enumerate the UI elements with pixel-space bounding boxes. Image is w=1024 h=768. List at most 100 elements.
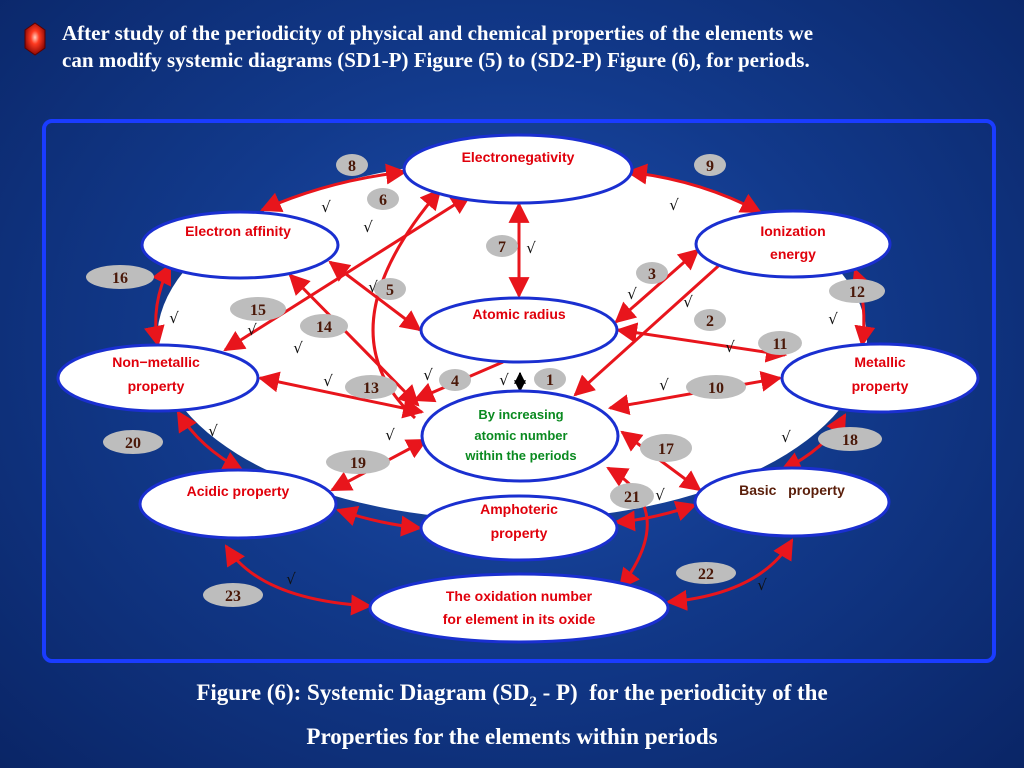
node-electronegativity: Electronegativity xyxy=(462,149,575,165)
check-mark: √ xyxy=(293,339,303,357)
badge-11-shape xyxy=(758,331,802,355)
node-amphoteric-line-1: Amphoteric xyxy=(480,501,558,517)
badge-6: 6 xyxy=(379,192,387,209)
arrow-23 xyxy=(224,544,373,616)
badge-9: 9 xyxy=(706,158,714,175)
node-oxidation-line-2: for element in its oxide xyxy=(443,611,596,627)
badge-16-shape xyxy=(86,265,154,289)
node-amphoteric-line-2: property xyxy=(491,525,548,541)
check-mark: √ xyxy=(669,196,679,214)
arrow-acidic-amphoteric xyxy=(336,506,423,537)
node-atomic-radius: Atomic radius xyxy=(472,306,566,322)
arrow-20 xyxy=(176,410,244,472)
check-mark: √ xyxy=(363,218,373,236)
badge-21: 21 xyxy=(624,489,640,506)
node-non-metallic-line-1: Non−metallic xyxy=(112,354,200,370)
badge-13: 13 xyxy=(363,380,379,397)
badge-14: 14 xyxy=(316,319,332,336)
check-mark: √ xyxy=(321,198,331,216)
arrow-18 xyxy=(780,413,847,472)
check-mark: √ xyxy=(655,486,665,504)
badge-2: 2 xyxy=(706,313,714,330)
arrow-21 xyxy=(606,466,649,590)
node-center-shape xyxy=(420,389,620,483)
arrow-15 xyxy=(223,193,472,352)
intro-text: After study of the periodicity of physic… xyxy=(62,20,1002,74)
check-mark: √ xyxy=(247,321,257,339)
badge-18: 18 xyxy=(842,432,858,449)
badge-12: 12 xyxy=(849,284,865,301)
caption-part-2: - P) for the periodicity of the xyxy=(536,680,828,705)
check-mark: √ xyxy=(423,366,433,384)
check-mark: √ xyxy=(627,285,637,303)
node-center-line-1: By increasing xyxy=(478,407,563,422)
check-mark: √ xyxy=(781,428,791,446)
bullet-icon xyxy=(24,22,46,56)
badge-3-shape xyxy=(636,262,668,284)
badge-11: 11 xyxy=(772,336,787,353)
node-electron-affinity-shape xyxy=(140,210,340,280)
badge-4-shape xyxy=(439,369,471,391)
badge-22-shape xyxy=(676,562,736,584)
node-atomic-radius-shape xyxy=(419,296,619,364)
node-basic-shape xyxy=(693,466,891,538)
figure-caption-line-1: Figure (6): Systemic Diagram (SD2 - P) f… xyxy=(0,680,1024,710)
badge-17: 17 xyxy=(658,441,674,458)
node-ionization-energy-line-1: Ionization xyxy=(760,223,825,239)
check-mark: √ xyxy=(169,309,179,327)
check-mark: √ xyxy=(683,293,693,311)
badge-7: 7 xyxy=(498,239,506,256)
node-basic: Basic property xyxy=(739,482,845,498)
badge-23: 23 xyxy=(225,588,241,605)
node-center-line-2: atomic number xyxy=(474,428,567,443)
badge-20: 20 xyxy=(125,435,141,452)
badge-5-shape xyxy=(374,278,406,300)
check-mark: √ xyxy=(323,372,333,390)
badge-19-shape xyxy=(326,450,390,474)
node-non-metallic-line-2: property xyxy=(128,378,185,394)
badge-22: 22 xyxy=(698,566,714,583)
badge-15-shape xyxy=(230,297,286,321)
diagram-frame xyxy=(42,119,996,663)
arrow-16 xyxy=(144,263,172,348)
check-mark: √ xyxy=(725,338,735,356)
badge-5: 5 xyxy=(386,282,394,299)
check-mark: √ xyxy=(286,570,296,588)
node-ionization-energy-shape xyxy=(694,209,892,279)
badge-10-shape xyxy=(686,375,746,399)
arrow-22 xyxy=(665,538,794,611)
badge-12-shape xyxy=(829,279,885,303)
badge-1: 1 xyxy=(546,372,554,389)
badge-13-shape xyxy=(345,375,397,399)
badge-10: 10 xyxy=(708,380,724,397)
badge-1-shape xyxy=(534,368,566,390)
intro-line-2: can modify systemic diagrams (SD1-P) Fig… xyxy=(62,48,810,72)
caption-part-1: Figure (6): Systemic Diagram (SD xyxy=(196,680,530,705)
badge-14-shape xyxy=(300,314,348,338)
figure-caption-line-2: Properties for the elements within perio… xyxy=(306,724,718,749)
check-mark: √ xyxy=(828,310,838,328)
arrow-3 xyxy=(614,248,700,324)
badge-23-shape xyxy=(203,583,263,607)
arrow-9 xyxy=(625,163,762,214)
check-mark: √ xyxy=(499,371,509,389)
arrow-12 xyxy=(851,268,876,348)
check-mark: √ xyxy=(208,422,218,440)
badge-6-shape xyxy=(367,188,399,210)
intro-line-1: After study of the periodicity of physic… xyxy=(62,21,814,45)
node-metallic-line-2: property xyxy=(852,378,909,394)
node-electronegativity-shape xyxy=(402,133,634,205)
arrow-13 xyxy=(257,371,425,419)
check-mark: √ xyxy=(385,426,395,444)
caption-subscript: 2 xyxy=(529,694,537,710)
badge-7-shape xyxy=(486,235,518,257)
node-amphoteric-shape xyxy=(419,494,619,562)
node-acidic: Acidic property xyxy=(187,483,290,499)
node-oxidation-shape xyxy=(368,572,670,644)
check-mark: √ xyxy=(659,376,669,394)
badge-20-shape xyxy=(103,430,163,454)
check-mark: √ xyxy=(526,239,536,257)
node-non-metallic-shape xyxy=(56,343,260,413)
badge-19: 19 xyxy=(350,455,366,472)
